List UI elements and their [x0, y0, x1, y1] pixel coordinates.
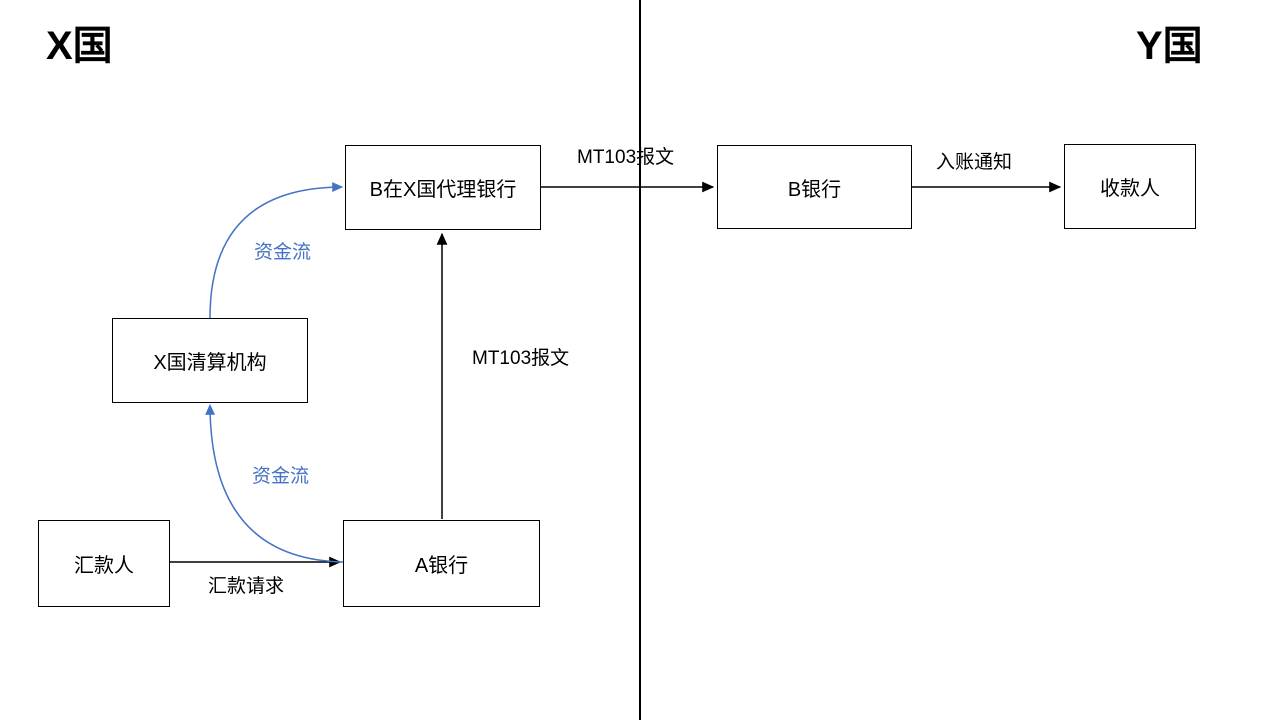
node-correspondent-bank: B在X国代理银行	[345, 145, 541, 230]
label-funds-flow-lower: 资金流	[252, 466, 310, 487]
node-payee: 收款人	[1064, 144, 1196, 229]
node-bank-a: A银行	[343, 520, 540, 607]
curve-funds-flow-lower	[205, 403, 344, 563]
region-title-right: Y国	[1136, 24, 1203, 68]
label-mt103-cross: MT103报文	[577, 147, 675, 168]
node-remitter: 汇款人	[38, 520, 170, 607]
node-clearing-house: X国清算机构	[112, 318, 308, 403]
label-mt103-up: MT103报文	[472, 348, 570, 369]
curve-funds-flow-upper	[209, 182, 344, 319]
label-funds-flow-upper: 资金流	[254, 242, 312, 263]
region-title-left: X国	[46, 24, 113, 68]
node-bank-b: B银行	[717, 145, 912, 229]
label-credit-notice: 入账通知	[936, 152, 1013, 173]
label-remit-request: 汇款请求	[208, 576, 285, 597]
